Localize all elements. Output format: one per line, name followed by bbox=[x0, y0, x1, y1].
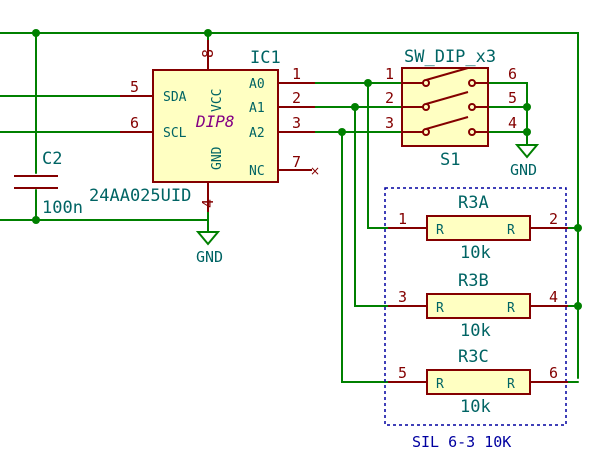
sil-label: SIL 6-3 10K bbox=[412, 433, 511, 451]
sw-right-wire-6 bbox=[487, 82, 528, 146]
resistor-value: 10k bbox=[460, 397, 491, 417]
dip-switch-s1[interactable]: 1 2 3 4 5 6 SW_DIP_x3 S1 bbox=[385, 47, 517, 170]
pin-name-a0: A0 bbox=[249, 77, 265, 92]
resistor-left-label: R bbox=[436, 301, 444, 316]
switch-value: SW_DIP_x3 bbox=[404, 47, 496, 67]
pin-num-vcc: 8 bbox=[199, 49, 217, 58]
pin-name-nc: NC bbox=[249, 164, 265, 179]
pin-name-sda: SDA bbox=[163, 90, 187, 105]
resistor-pin-left: 1 bbox=[398, 210, 407, 228]
junction-dot bbox=[338, 128, 346, 136]
pin-num-a0: 1 bbox=[292, 65, 301, 83]
pin-name-a2: A2 bbox=[249, 126, 265, 141]
pin-name-vcc: VCC bbox=[210, 89, 225, 112]
switch-ref: S1 bbox=[440, 150, 460, 170]
switch-gnd-label: GND bbox=[510, 161, 537, 179]
sw-pin-1: 1 bbox=[385, 65, 394, 83]
resistor-value: 10k bbox=[460, 321, 491, 341]
pin-num-scl: 6 bbox=[130, 114, 139, 132]
ground-icon bbox=[195, 231, 221, 246]
ic-body bbox=[152, 69, 279, 183]
junction-dot bbox=[364, 79, 372, 87]
resistor-ref: R3C bbox=[458, 347, 489, 367]
pin-num-sda: 5 bbox=[130, 78, 139, 96]
pin-num-nc: 7 bbox=[292, 153, 301, 171]
resistor-pin-left: 3 bbox=[398, 288, 407, 306]
vcc-rail bbox=[0, 32, 579, 379]
junction-dot bbox=[523, 128, 531, 136]
junctions bbox=[32, 29, 582, 310]
resistor-pin-left: 5 bbox=[398, 364, 407, 382]
resistor-right-label: R bbox=[507, 301, 515, 316]
a2-down-wire bbox=[341, 131, 389, 383]
resistor-body bbox=[426, 369, 531, 395]
resistor-r3b[interactable]: R R 3 4 R3B 10k bbox=[388, 271, 568, 341]
sw-pin-2: 2 bbox=[385, 89, 394, 107]
resistor-body bbox=[426, 293, 531, 319]
junction-dot bbox=[32, 29, 40, 37]
sw-pin-5: 5 bbox=[508, 89, 517, 107]
pin-name-gnd: GND bbox=[210, 146, 225, 170]
pin-num-a1: 2 bbox=[292, 89, 301, 107]
a1-down-wire bbox=[354, 106, 389, 307]
resistor-value: 10k bbox=[460, 243, 491, 263]
nc-mark-icon: × bbox=[310, 164, 320, 178]
sw-pin-4: 4 bbox=[508, 114, 517, 132]
wires bbox=[0, 32, 579, 383]
resistor-body bbox=[426, 215, 531, 241]
sw-pin-6: 6 bbox=[508, 65, 517, 83]
resistor-ref: R3A bbox=[458, 193, 489, 213]
ic-gnd-symbol: GND bbox=[195, 231, 223, 266]
junction-dot bbox=[574, 302, 582, 310]
resistor-left-label: R bbox=[436, 377, 444, 392]
resistor-right-label: R bbox=[507, 223, 515, 238]
pin-name-a1: A1 bbox=[249, 101, 265, 116]
capacitor-c2[interactable]: C2 100n bbox=[14, 149, 83, 218]
ground-icon bbox=[514, 144, 540, 159]
sw-pin-3: 3 bbox=[385, 114, 394, 132]
resistor-left-label: R bbox=[436, 223, 444, 238]
pin-name-scl: SCL bbox=[163, 126, 187, 141]
junction-dot bbox=[204, 29, 212, 37]
resistor-ref: R3B bbox=[458, 271, 489, 291]
pin-num-a2: 3 bbox=[292, 114, 301, 132]
switch-gnd-symbol: GND bbox=[510, 144, 540, 179]
junction-dot bbox=[574, 224, 582, 232]
junction-dot bbox=[351, 103, 359, 111]
sil-outline bbox=[384, 187, 567, 426]
ic-package: DIP8 bbox=[195, 112, 235, 131]
a0-wire bbox=[277, 82, 389, 229]
resistor-right-label: R bbox=[507, 377, 515, 392]
pin-num-gnd: 4 bbox=[199, 199, 217, 208]
ic-value: 24AA025UID bbox=[89, 186, 191, 206]
ic-ref: IC1 bbox=[250, 48, 281, 68]
cap-value: 100n bbox=[42, 198, 83, 218]
resistor-pin-right: 6 bbox=[549, 364, 558, 382]
resistor-pin-right: 4 bbox=[549, 288, 558, 306]
resistor-r3c[interactable]: R R 5 6 R3C 10k bbox=[388, 347, 568, 417]
junction-dot bbox=[523, 103, 531, 111]
ic-gnd-label: GND bbox=[196, 248, 223, 266]
ic1[interactable]: × 5 6 8 4 1 2 3 7 SDA SCL VCC GND A0 A1 … bbox=[89, 40, 320, 212]
resistor-pin-right: 2 bbox=[549, 210, 558, 228]
cap-ref: C2 bbox=[42, 149, 62, 169]
resistor-r3a[interactable]: R R 1 2 R3A 10k bbox=[388, 193, 568, 263]
junction-dot bbox=[32, 216, 40, 224]
resistor-network[interactable]: SIL 6-3 10K R R 1 2 R3A 10k R R 3 4 R3B … bbox=[384, 187, 568, 451]
